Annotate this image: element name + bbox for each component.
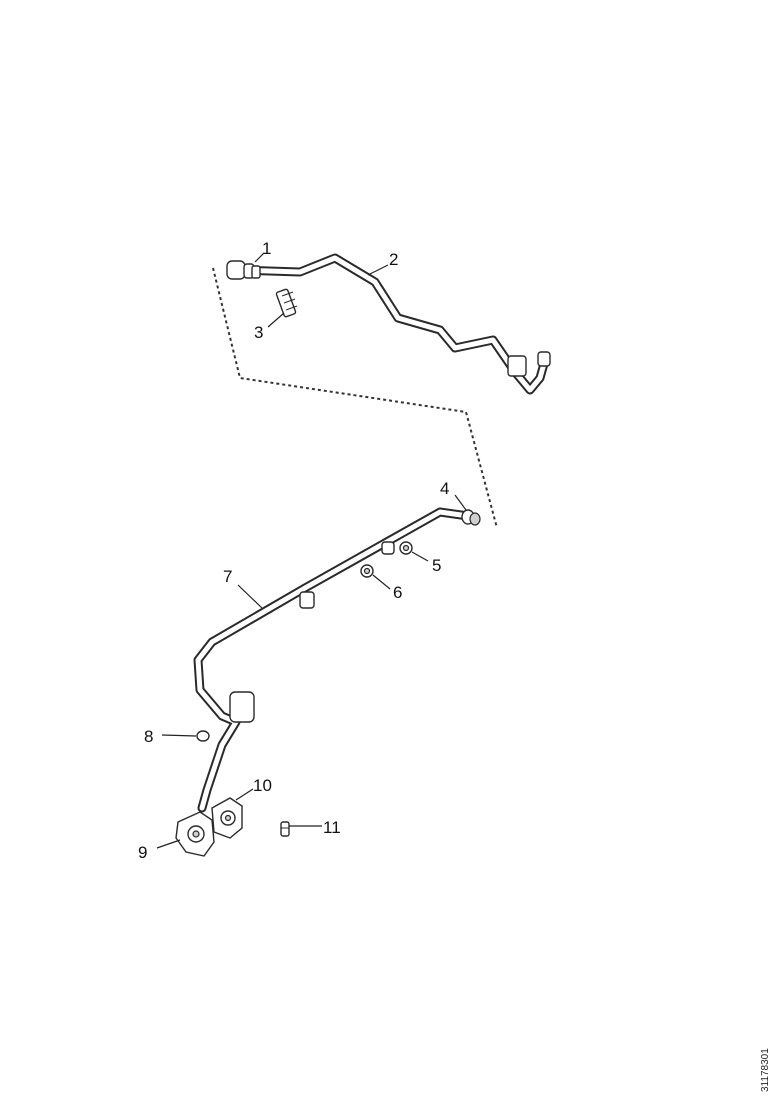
hose-fitting-part-1: [226, 260, 261, 280]
nut-part-4: [461, 509, 481, 526]
lower-pipe-clamps: [229, 541, 395, 723]
flange-part-10: [211, 797, 243, 839]
callout-9: 9: [138, 843, 147, 862]
callout-1: 1: [262, 239, 271, 258]
fastener-part-6: [360, 564, 374, 578]
upper-pipe: [235, 253, 550, 395]
leader-lines: [156, 252, 467, 849]
clip-part-3: [275, 288, 298, 318]
upper-pipe-bracket: [507, 351, 551, 377]
connection-dashed-line: [212, 267, 498, 529]
callout-6: 6: [393, 583, 402, 602]
callout-10: 10: [253, 776, 272, 795]
callout-3: 3: [254, 323, 263, 342]
reference-id: 31178301: [760, 1048, 771, 1092]
callout-2: 2: [389, 250, 398, 269]
flange-part-9: [175, 811, 215, 857]
lower-pipe: [193, 507, 473, 813]
callout-11: 11: [323, 818, 341, 837]
washer-part-8: [196, 730, 210, 742]
callout-8: 8: [144, 727, 153, 746]
callout-5: 5: [432, 556, 441, 575]
fastener-part-5: [399, 541, 413, 555]
bolt-part-11: [280, 821, 290, 837]
callout-7: 7: [223, 567, 232, 586]
callout-4: 4: [440, 479, 449, 498]
